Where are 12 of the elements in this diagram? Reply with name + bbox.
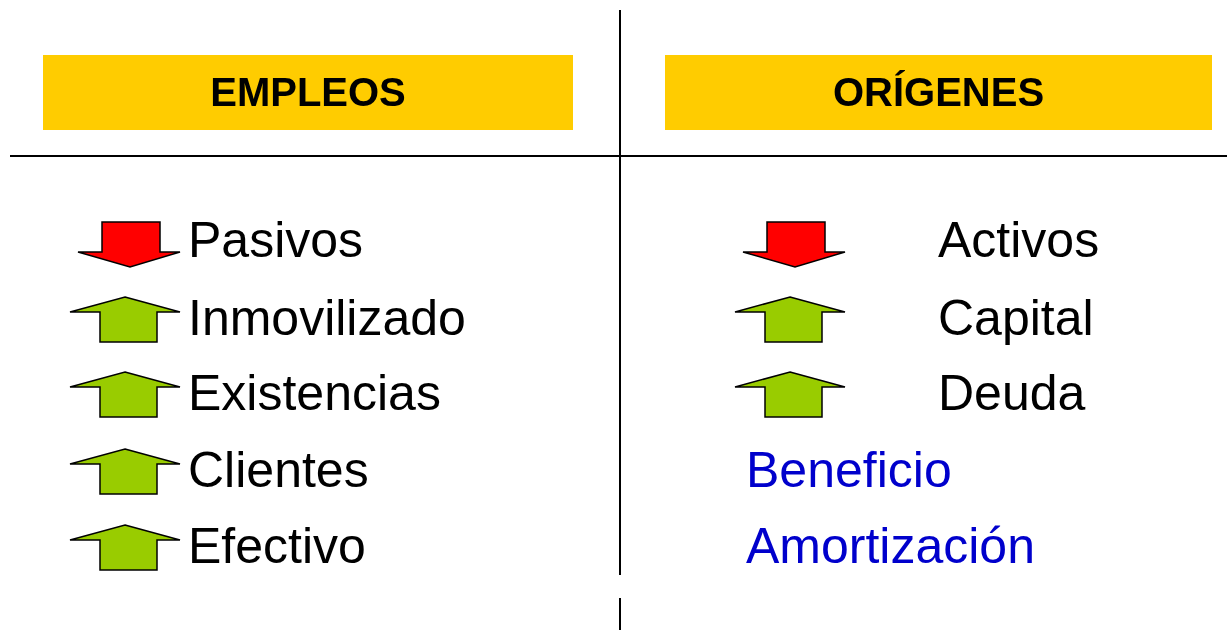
- header-banner: EMPLEOS: [43, 55, 573, 130]
- item-label: Amortización: [746, 518, 1035, 574]
- item-label: Beneficio: [746, 442, 952, 498]
- item-label: Existencias: [188, 365, 441, 421]
- item-label: Pasivos: [188, 212, 364, 268]
- item-label: Activos: [938, 212, 1100, 268]
- item-label: Efectivo: [188, 518, 366, 574]
- item-label: Clientes: [188, 442, 369, 498]
- item-label: Deuda: [938, 365, 1086, 421]
- item-label: Inmovilizado: [188, 290, 466, 346]
- item-label: Capital: [938, 290, 1094, 346]
- header-banner: ORÍGENES: [665, 55, 1212, 130]
